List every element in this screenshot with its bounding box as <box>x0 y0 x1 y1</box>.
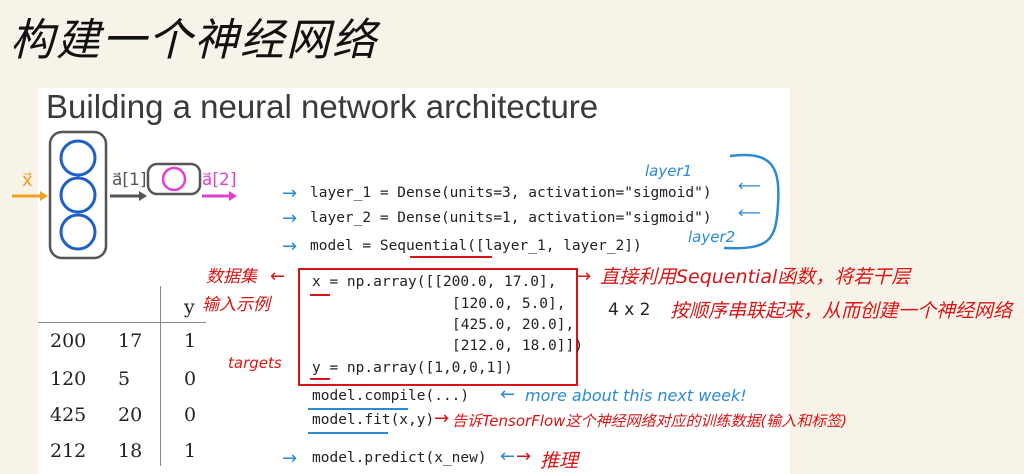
input-examples-note: 输入示例 <box>202 295 270 315</box>
predict-note: 推理 <box>540 450 579 472</box>
dataset-note: 数据集 <box>206 267 257 287</box>
code-predict: model.predict(x_new) <box>312 450 487 466</box>
handwritten-title: 构建一个神经网络 <box>10 15 378 66</box>
layer1-box <box>48 130 108 260</box>
arrow-icon: → <box>282 208 298 229</box>
arrow-icon: → <box>434 408 450 429</box>
layer1-note: layer1 <box>645 162 693 180</box>
table-cell: 0 <box>184 404 197 426</box>
code-layer1: layer_1 = Dense(units=3, activation="sig… <box>310 185 712 201</box>
neuron <box>59 139 97 177</box>
table-cell: 17 <box>118 330 143 352</box>
targets-note: targets <box>228 354 282 372</box>
table-cell: 120 <box>50 368 87 390</box>
arrow-icon: ⟵ <box>738 203 761 222</box>
code-x1: x = np.array([[200.0, 17.0], <box>312 274 557 290</box>
table-cell: 1 <box>184 330 197 352</box>
neuron <box>59 213 97 251</box>
underline <box>410 256 492 258</box>
arrow-icon: ← <box>500 384 516 405</box>
shape-label: 4 x 2 <box>608 300 651 320</box>
table-cell: 18 <box>118 440 143 462</box>
code-y: y = np.array([1,0,0,1]) <box>312 360 513 376</box>
fit-note: 告诉TensorFlow这个神经网络对应的训练数据(输入和标签) <box>452 412 848 430</box>
sequential-note-2: 按顺序串联起来，从而创建一个神经网络 <box>670 300 1013 322</box>
arrow-icon: → <box>282 183 298 204</box>
compile-note: more about this next week! <box>525 386 747 405</box>
arrow-icon: → <box>576 266 592 287</box>
layer2-box <box>146 162 202 196</box>
slide-title: Building a neural network architecture <box>46 88 599 125</box>
layer2-note: layer2 <box>688 228 736 246</box>
arrow-icon: → <box>282 236 298 257</box>
table-cell: 20 <box>118 404 143 426</box>
arrow-icon: ← <box>270 266 286 287</box>
code-layer2: layer_2 = Dense(units=1, activation="sig… <box>310 210 712 226</box>
code-fit: model.fit(x,y) <box>312 412 435 428</box>
output-neuron <box>161 166 187 192</box>
input-label: x⃗ <box>22 170 33 191</box>
slide <box>38 88 790 474</box>
arrow-icon: ⟵ <box>738 176 761 195</box>
code-x4: [212.0, 18.0]]) <box>452 338 583 354</box>
brace <box>723 153 780 250</box>
neuron <box>59 176 97 214</box>
data-box <box>298 268 578 386</box>
table-header-y: y <box>184 296 195 318</box>
code-x2: [120.0, 5.0], <box>452 296 566 312</box>
a2-label: a⃗[2] <box>202 170 237 190</box>
arrow-icon: → <box>516 446 532 467</box>
sequential-note-1: 直接利用Sequential函数，将若干层 <box>600 266 911 288</box>
network-diagram <box>12 130 237 260</box>
arrow-icon: → <box>282 448 298 469</box>
table-cell: 212 <box>50 440 87 462</box>
code-compile: model.compile(...) <box>312 388 470 404</box>
table-cell: 425 <box>50 404 87 426</box>
code-x3: [425.0, 20.0], <box>452 317 575 333</box>
table-cell: 1 <box>184 440 197 462</box>
a1-label: a⃗[1] <box>112 170 147 190</box>
arrow-icon: ← <box>500 446 516 467</box>
code-model: model = Sequential([layer_1, layer_2]) <box>310 238 642 254</box>
table-cell: 5 <box>118 368 131 390</box>
table-cell: 200 <box>50 330 87 352</box>
table-cell: 0 <box>184 368 197 390</box>
